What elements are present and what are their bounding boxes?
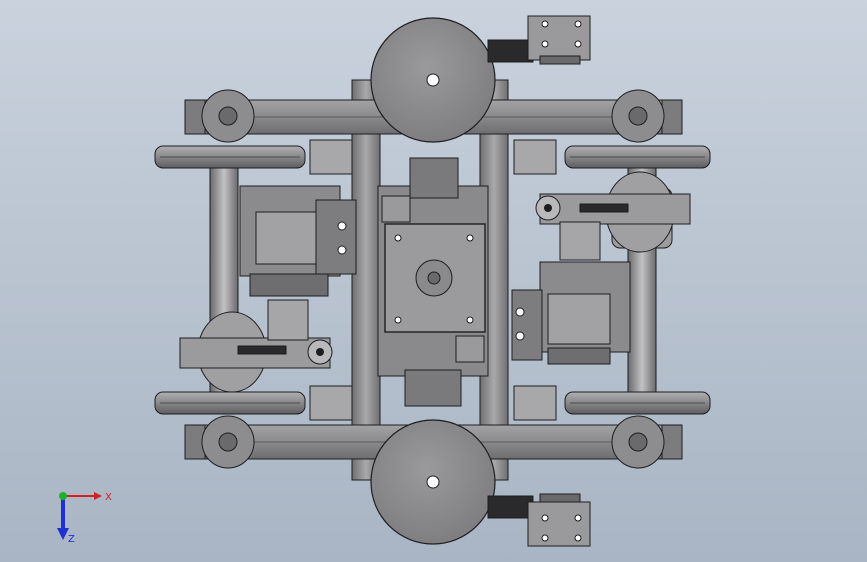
z-axis-label: Z	[68, 534, 75, 545]
longitudinal-beams	[351, 79, 509, 481]
wheel-top-right	[564, 145, 711, 169]
z-axis-arrow	[57, 496, 69, 540]
wheel-top-left	[154, 145, 306, 169]
axle-box-bottom-left	[201, 415, 255, 469]
wheel-bottom-right	[564, 391, 711, 415]
wheel-bottom-left	[154, 391, 306, 415]
traction-motor-right	[511, 261, 631, 365]
central-bolster	[377, 157, 489, 407]
axle-box-bottom-right	[611, 415, 665, 469]
air-spring-top	[370, 17, 496, 143]
air-spring-bottom	[370, 419, 496, 545]
axle-box-top-left	[201, 89, 255, 143]
axle-box-top-right	[611, 89, 665, 143]
y-axis-arrow	[59, 492, 67, 500]
damper-bracket-top	[487, 15, 591, 65]
primary-springs	[309, 139, 557, 421]
x-axis-arrow	[63, 492, 102, 500]
damper-bracket-bottom	[487, 493, 591, 547]
gearbox-left	[179, 299, 333, 393]
x-axis-label: X	[105, 492, 112, 503]
gearbox-right	[535, 171, 691, 261]
traction-motor-left	[239, 185, 357, 297]
coordinate-triad: X Z	[57, 492, 112, 545]
